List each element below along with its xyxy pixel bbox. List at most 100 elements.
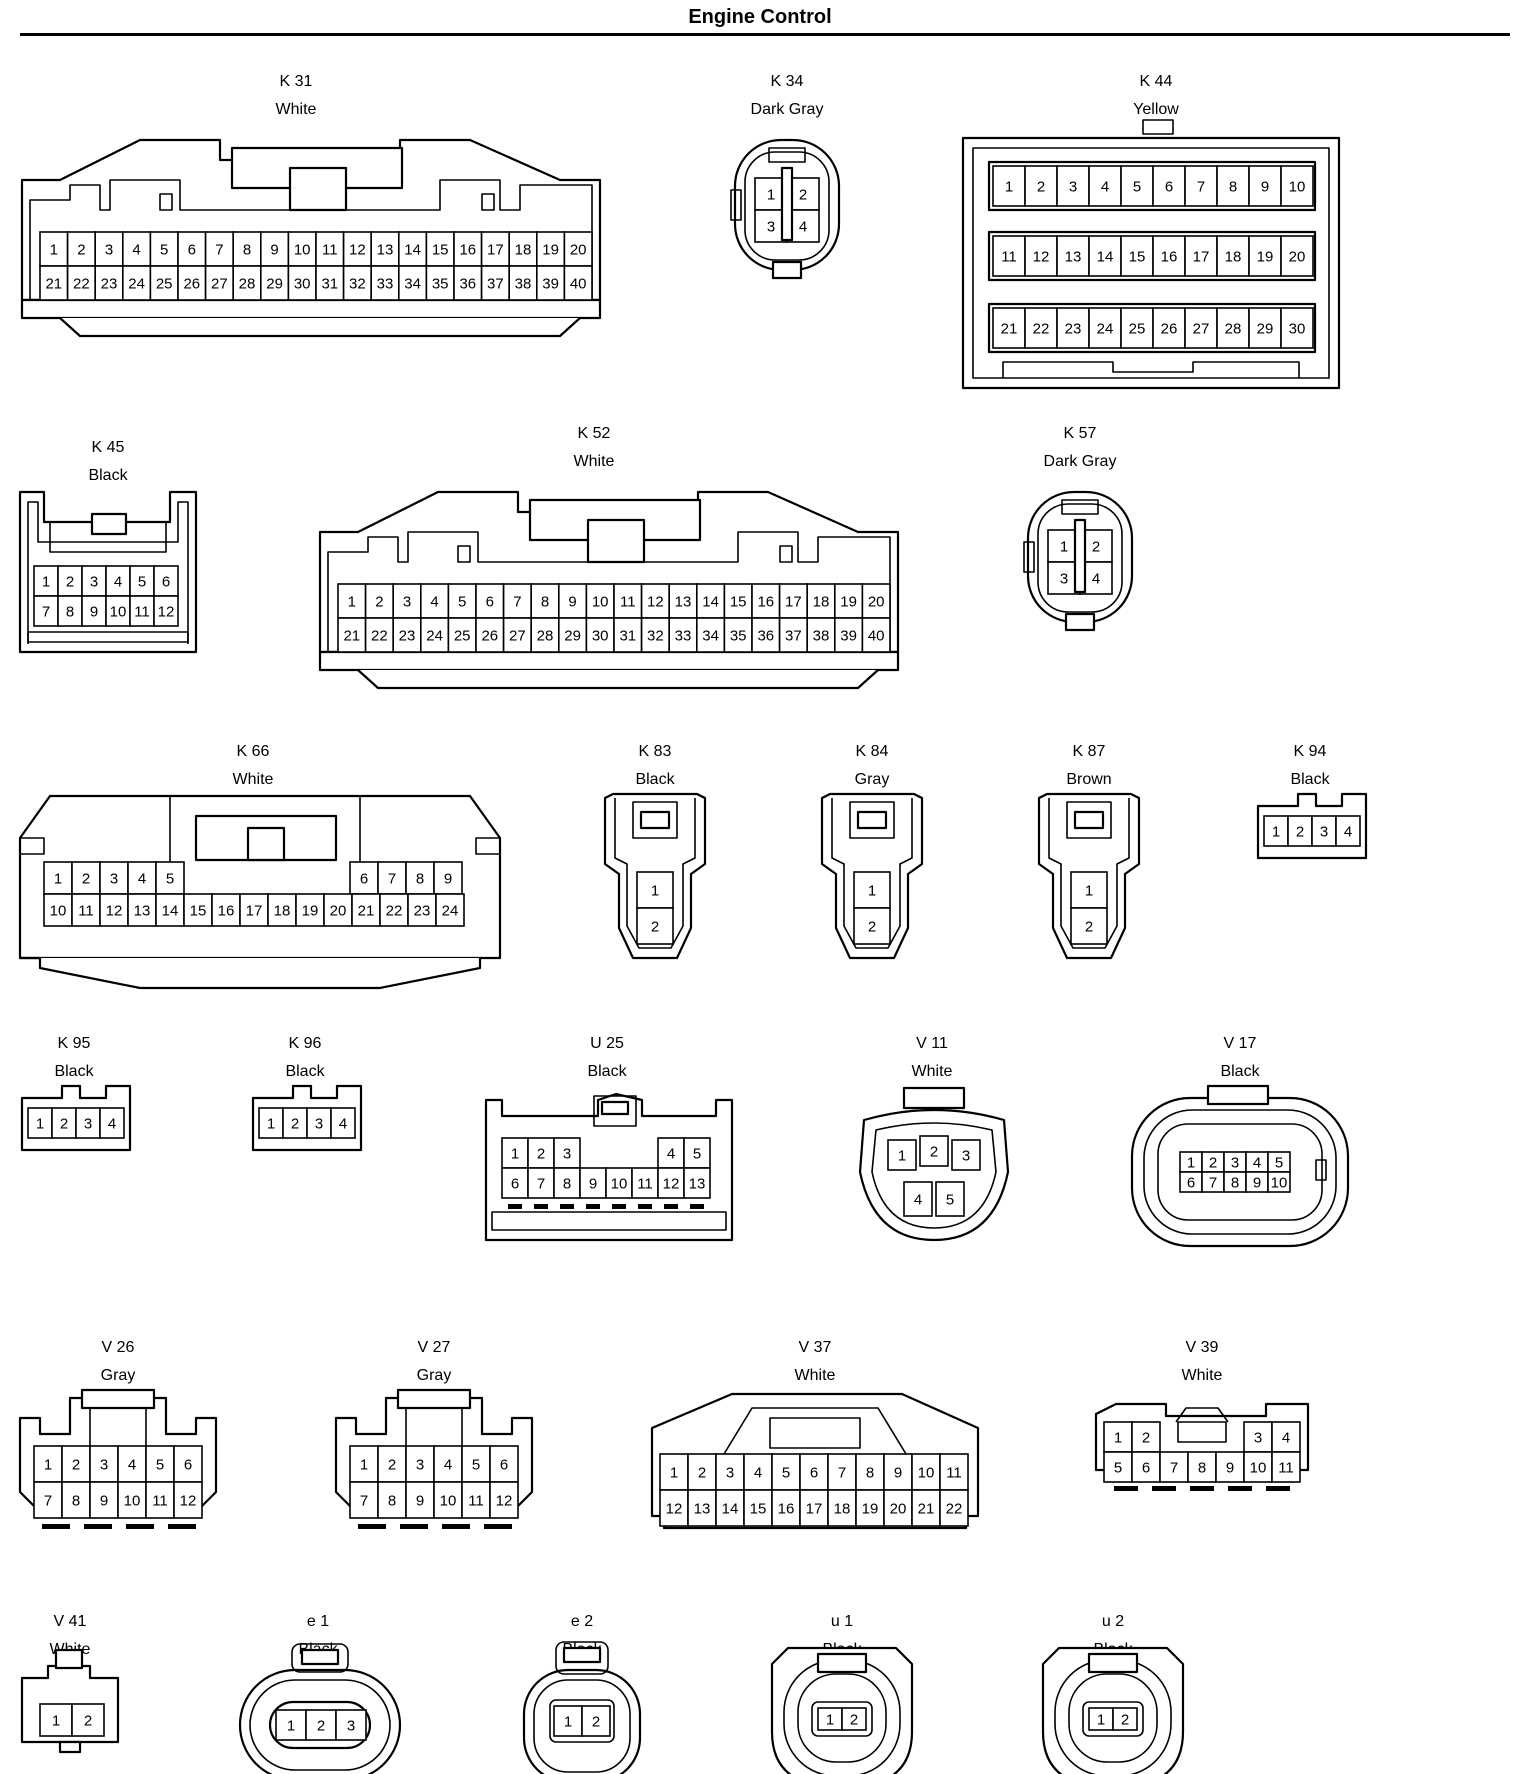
pin-21: 21 bbox=[343, 628, 360, 645]
pin-20: 20 bbox=[890, 1501, 907, 1518]
pin-12: 12 bbox=[180, 1493, 197, 1510]
pin-16: 16 bbox=[459, 242, 476, 259]
pin-16: 16 bbox=[218, 903, 235, 920]
pin-10: 10 bbox=[611, 1176, 628, 1193]
pin-1: 1 bbox=[670, 1465, 678, 1482]
pin-10: 10 bbox=[110, 604, 127, 621]
connector-color-k52: White bbox=[574, 453, 615, 470]
pin-39: 39 bbox=[840, 628, 857, 645]
pin-34: 34 bbox=[404, 276, 421, 293]
pin-19: 19 bbox=[302, 903, 319, 920]
pin-4: 4 bbox=[114, 574, 122, 591]
pin-32: 32 bbox=[647, 628, 664, 645]
pin-30: 30 bbox=[592, 628, 609, 645]
connector-color-v26: Gray bbox=[101, 1367, 136, 1384]
connector-color-k95: Black bbox=[54, 1063, 94, 1080]
pin-16: 16 bbox=[778, 1501, 795, 1518]
pin-7: 7 bbox=[388, 871, 396, 888]
pin-12: 12 bbox=[349, 242, 366, 259]
pin-15: 15 bbox=[432, 242, 449, 259]
pin-40: 40 bbox=[570, 276, 587, 293]
connector-color-k66: White bbox=[233, 771, 274, 788]
pin-18: 18 bbox=[274, 903, 291, 920]
pin-35: 35 bbox=[432, 276, 449, 293]
pin-20: 20 bbox=[570, 242, 587, 259]
pin-30: 30 bbox=[294, 276, 311, 293]
pin-10: 10 bbox=[1289, 179, 1306, 196]
connector-color-k31: White bbox=[276, 101, 317, 118]
pin-26: 26 bbox=[183, 276, 200, 293]
connector-label-v11: V 11 bbox=[916, 1035, 948, 1052]
pin-11: 11 bbox=[620, 594, 636, 611]
connector-color-v17: Black bbox=[1220, 1063, 1260, 1080]
pin-2: 2 bbox=[84, 1713, 92, 1730]
pin-4: 4 bbox=[914, 1192, 922, 1209]
pin-9: 9 bbox=[100, 1493, 108, 1510]
pin-3: 3 bbox=[105, 242, 113, 259]
pin-38: 38 bbox=[813, 628, 830, 645]
connector-e1: e 1Black123 bbox=[238, 1613, 402, 1774]
pin-11: 11 bbox=[322, 242, 338, 259]
pin-4: 4 bbox=[1101, 179, 1109, 196]
pin-3: 3 bbox=[315, 1116, 323, 1133]
pin-20: 20 bbox=[1289, 249, 1306, 266]
pin-14: 14 bbox=[162, 903, 179, 920]
pin-1: 1 bbox=[267, 1116, 275, 1133]
pin-5: 5 bbox=[1114, 1460, 1122, 1477]
pin-14: 14 bbox=[1097, 249, 1114, 266]
connector-label-v39: V 39 bbox=[1186, 1339, 1219, 1356]
pin-10: 10 bbox=[440, 1493, 457, 1510]
pin-1: 1 bbox=[36, 1116, 44, 1133]
pin-3: 3 bbox=[563, 1146, 571, 1163]
pin-38: 38 bbox=[515, 276, 532, 293]
pin-21: 21 bbox=[1001, 321, 1018, 338]
pin-11: 11 bbox=[1278, 1460, 1294, 1477]
pin-12: 12 bbox=[666, 1501, 683, 1518]
pin-2: 2 bbox=[868, 919, 876, 936]
pin-14: 14 bbox=[404, 242, 421, 259]
pin-6: 6 bbox=[184, 1457, 192, 1474]
pin-34: 34 bbox=[702, 628, 719, 645]
pin-22: 22 bbox=[386, 903, 403, 920]
connector-label-k34: K 34 bbox=[771, 73, 804, 90]
pin-12: 12 bbox=[106, 903, 123, 920]
pin-5: 5 bbox=[138, 574, 146, 591]
pin-9: 9 bbox=[444, 871, 452, 888]
pin-11: 11 bbox=[152, 1493, 168, 1510]
pin-10: 10 bbox=[124, 1493, 141, 1510]
pin-24: 24 bbox=[1097, 321, 1114, 338]
pin-24: 24 bbox=[426, 628, 443, 645]
connector-label-e2: e 2 bbox=[571, 1613, 593, 1630]
pin-9: 9 bbox=[589, 1176, 597, 1193]
pin-8: 8 bbox=[416, 871, 424, 888]
pin-12: 12 bbox=[647, 594, 664, 611]
pin-15: 15 bbox=[750, 1501, 767, 1518]
pin-9: 9 bbox=[568, 594, 576, 611]
page-title: Engine Control bbox=[688, 6, 832, 28]
title-rule bbox=[20, 33, 1510, 36]
pin-22: 22 bbox=[73, 276, 90, 293]
pin-3: 3 bbox=[403, 594, 411, 611]
pin-3: 3 bbox=[110, 871, 118, 888]
pin-4: 4 bbox=[1253, 1155, 1261, 1172]
pin-3: 3 bbox=[1231, 1155, 1239, 1172]
pin-9: 9 bbox=[270, 242, 278, 259]
pin-1: 1 bbox=[1097, 1712, 1105, 1729]
connector-label-u1: u 1 bbox=[831, 1613, 853, 1630]
pin-7: 7 bbox=[513, 594, 521, 611]
pin-25: 25 bbox=[454, 628, 471, 645]
pin-20: 20 bbox=[330, 903, 347, 920]
pin-25: 25 bbox=[1129, 321, 1146, 338]
pin-13: 13 bbox=[1065, 249, 1082, 266]
pin-7: 7 bbox=[215, 242, 223, 259]
pin-6: 6 bbox=[162, 574, 170, 591]
connector-color-v27: Gray bbox=[417, 1367, 452, 1384]
pin-8: 8 bbox=[1198, 1460, 1206, 1477]
pin-19: 19 bbox=[862, 1501, 879, 1518]
